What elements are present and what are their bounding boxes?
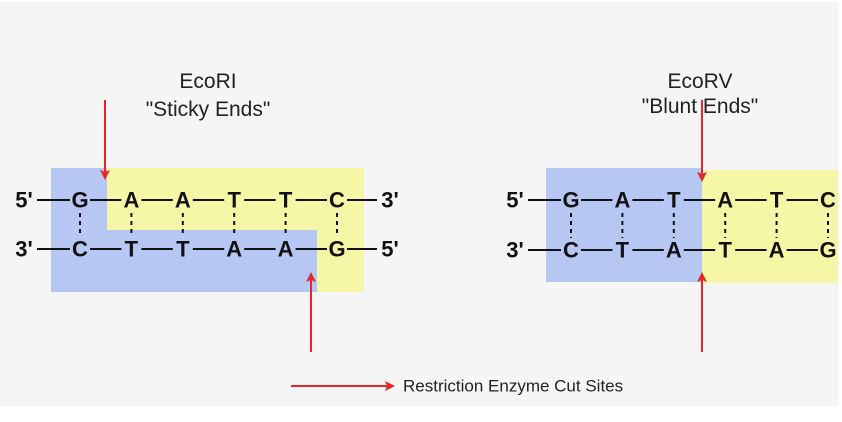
ecorv-top-strand-left-end: 5' — [506, 188, 523, 213]
ecorv-top-strand-base: T — [667, 188, 681, 213]
ecorv-bottom-strand-left-end: 3' — [506, 238, 523, 263]
ecori-bottom-strand-right-end: 5' — [381, 237, 398, 262]
ecorv-bottom-strand-base: C — [563, 238, 579, 263]
ecorv-top-strand-base: A — [717, 188, 733, 213]
ecorv-top-strand-base: A — [614, 188, 630, 213]
ecorv-bottom-strand-base: G — [819, 238, 836, 263]
ecorv-enzyme-name: EcoRV — [668, 70, 733, 93]
ecori-bottom-strand-base: C — [72, 237, 88, 262]
legend-label: Restriction Enzyme Cut Sites — [403, 377, 623, 396]
ecori-top-strand-base: T — [227, 188, 241, 213]
ecorv-left-fragment-highlight — [546, 168, 702, 282]
ecori-top-strand-base: A — [123, 188, 139, 213]
ecori-bottom-strand-base: G — [328, 237, 345, 262]
ecorv-bottom-strand-base: A — [769, 238, 785, 263]
ecorv-right-fragment-highlight — [702, 170, 838, 283]
ecori-bottom-strand-base: A — [226, 237, 242, 262]
ecorv-top-strand-base: T — [770, 188, 784, 213]
ecorv-bottom-strand-base: T — [718, 238, 732, 263]
ecori-bottom-strand-base: A — [278, 237, 294, 262]
ecori-bottom-strand-base: T — [176, 237, 190, 262]
ecori-bottom-strand-base: T — [125, 237, 139, 262]
ecorv-cut-type-label: "Blunt Ends" — [642, 95, 758, 118]
ecorv-top-strand-base: C — [820, 188, 836, 213]
ecori-top-strand-base: T — [279, 188, 293, 213]
legend: Restriction Enzyme Cut Sites — [291, 377, 623, 396]
ecorv-top-strand-base: G — [562, 188, 579, 213]
ecorv-bottom-strand-base: A — [666, 238, 682, 263]
ecori-top-strand-base: A — [175, 188, 191, 213]
ecorv-bottom-strand-base: T — [616, 238, 630, 263]
ecori-enzyme-name: EcoRI — [179, 70, 236, 93]
ecori-bottom-strand-left-end: 3' — [15, 237, 32, 262]
ecori-top-strand-left-end: 5' — [15, 188, 32, 213]
ecori-cut-type-label: "Sticky Ends" — [146, 98, 271, 121]
ecori-top-strand-right-end: 3' — [381, 188, 398, 213]
ecori-top-strand-base: G — [71, 188, 88, 213]
ecori-top-strand-base: C — [329, 188, 345, 213]
